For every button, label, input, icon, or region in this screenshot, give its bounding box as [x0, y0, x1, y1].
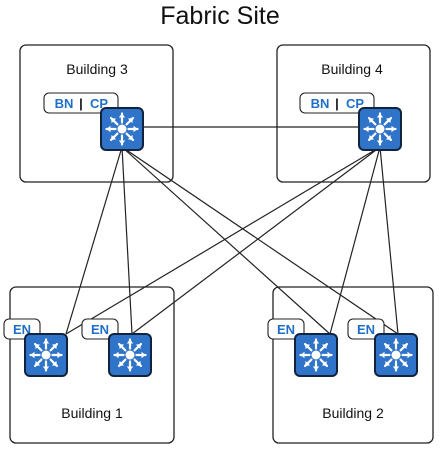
role-tag: BN | CP [43, 92, 119, 114]
role-label: EN [277, 322, 295, 337]
link-b4s1-b2s2 [379, 146, 399, 335]
switch-icon [108, 333, 152, 377]
switch-icon [294, 333, 338, 377]
role-tag-box [81, 318, 119, 340]
building-3-label: Building 3 [66, 61, 128, 77]
role-separator: | [79, 96, 83, 111]
switch-icon [374, 333, 418, 377]
link-b4s1-b1s2 [131, 146, 381, 335]
role-tag-box [347, 318, 385, 340]
role-label: EN [13, 322, 31, 337]
role-separator: | [335, 96, 339, 111]
role-tag: EN [267, 318, 305, 340]
diagram-title: Fabric Site [160, 2, 279, 30]
building-2-label: Building 2 [322, 405, 384, 421]
role-label-cp: CP [90, 96, 108, 111]
switch-icon [358, 107, 402, 151]
role-tag-box [299, 92, 375, 114]
role-tag: BN | CP [299, 92, 375, 114]
link-b3s1-b1s1 [65, 146, 123, 335]
role-tag: EN [81, 318, 119, 340]
role-label-bn: BN [311, 96, 330, 111]
switch-icon [24, 333, 68, 377]
switch-node[interactable]: EN [3, 318, 68, 377]
role-tag-box [43, 92, 119, 114]
link-b3s1-b2s1 [121, 146, 331, 335]
building-4-label: Building 4 [321, 61, 383, 77]
switch-nodes: BN | CP BN | CP EN EN EN EN [3, 92, 418, 377]
switch-node[interactable]: BN | CP [299, 92, 402, 151]
switch-node[interactable]: EN [267, 318, 338, 377]
switch-node[interactable]: EN [81, 318, 152, 377]
building-1-label: Building 1 [61, 405, 123, 421]
role-label-cp: CP [346, 96, 364, 111]
switch-node[interactable]: BN | CP [43, 92, 144, 151]
role-label-bn: BN [55, 96, 74, 111]
link-b4s1-b1s1 [65, 146, 381, 335]
links [65, 126, 399, 335]
link-b3s1-b1s2 [121, 146, 133, 335]
building-2-box [272, 286, 434, 444]
link-b3s1-b2s2 [121, 146, 399, 335]
switch-icon [100, 107, 144, 151]
role-label: EN [357, 322, 375, 337]
link-b4s1-b2s1 [329, 146, 381, 335]
building-1-box [9, 286, 175, 444]
switch-node[interactable]: EN [347, 318, 418, 377]
role-tag-box [267, 318, 305, 340]
role-label: EN [91, 322, 109, 337]
role-tag: EN [347, 318, 385, 340]
